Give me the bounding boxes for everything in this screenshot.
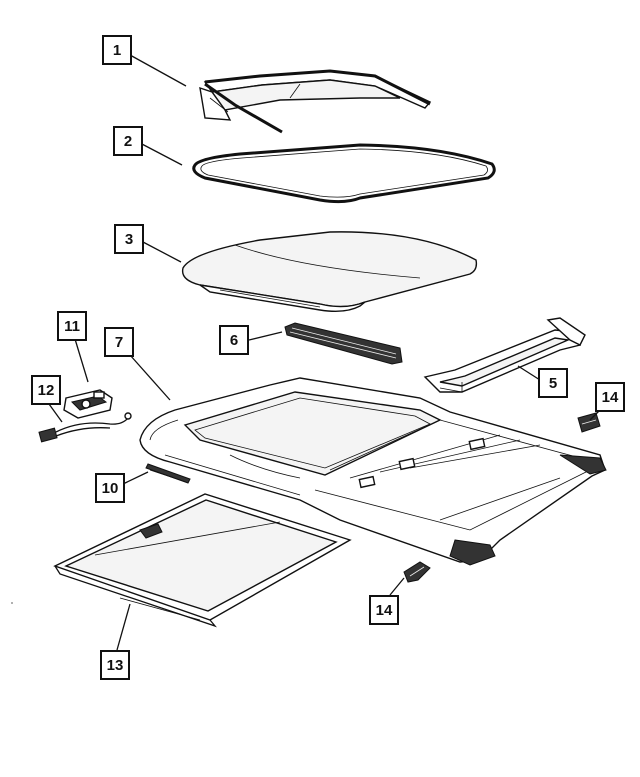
callout-6: 6	[219, 325, 249, 355]
part-13-sunshade	[53, 493, 352, 628]
callout-11: 11	[57, 311, 87, 341]
callout-12-label: 12	[37, 381, 55, 399]
callout-14-right-label: 14	[601, 388, 619, 406]
callout-1-label: 1	[112, 41, 122, 59]
callout-1: 1	[102, 35, 132, 65]
callout-7: 7	[104, 327, 134, 357]
callout-2: 2	[113, 126, 143, 156]
callout-14-lower-label: 14	[375, 601, 393, 619]
callout-7-label: 7	[114, 333, 124, 351]
part-10-bracket	[145, 463, 191, 484]
callout-5-label: 5	[548, 374, 558, 392]
part-3-glass-panel	[181, 231, 478, 313]
leader-lines	[48, 54, 601, 651]
part-5-cross-member	[423, 317, 586, 393]
part-6-strip	[284, 322, 403, 365]
callout-3: 3	[114, 224, 144, 254]
part-1-deflector	[199, 69, 432, 134]
part-11-motor	[63, 389, 113, 419]
callout-10-label: 10	[101, 479, 119, 497]
callout-13-label: 13	[106, 656, 124, 674]
part-14-clip-right	[577, 412, 601, 433]
callout-10: 10	[95, 473, 125, 503]
part-7-frame	[139, 377, 607, 566]
callout-12: 12	[31, 375, 61, 405]
callout-3-label: 3	[124, 230, 134, 248]
callout-5: 5	[538, 368, 568, 398]
callout-14-right: 14	[595, 382, 625, 412]
part-12-harness	[38, 412, 132, 443]
part-14-clip-lower	[403, 561, 431, 583]
callout-13: 13	[100, 650, 130, 680]
callout-2-label: 2	[123, 132, 133, 150]
part-2-seal	[192, 143, 496, 204]
callout-6-label: 6	[229, 331, 239, 349]
callout-14-lower: 14	[369, 595, 399, 625]
callout-11-label: 11	[64, 317, 80, 335]
